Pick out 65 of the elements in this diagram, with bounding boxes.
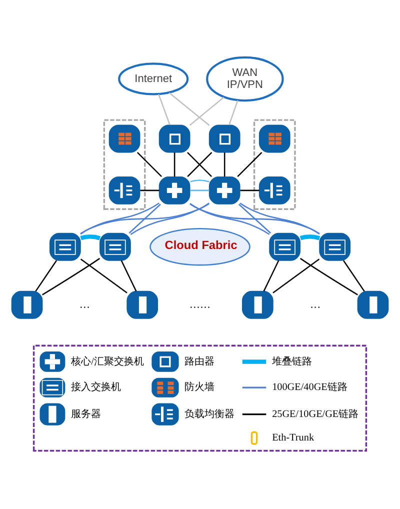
legend-label: Eth-Trunk [272, 432, 314, 444]
node-box [269, 232, 300, 261]
label: ... [310, 296, 321, 311]
legend-label: 堆叠链路 [272, 356, 312, 368]
connector [80, 203, 210, 234]
node-box [158, 124, 190, 153]
connector [237, 152, 262, 178]
node-box [108, 124, 140, 153]
node-box [126, 290, 158, 319]
legend-label: 服务器 [71, 408, 102, 420]
legend-label: 核心/汇聚交换机 [71, 356, 144, 368]
legend-label: 防火墙 [184, 382, 215, 394]
connector [120, 260, 137, 292]
connector [42, 258, 100, 296]
node-box [258, 176, 290, 204]
connector [300, 234, 320, 240]
connector [238, 204, 272, 234]
connector [190, 190, 210, 192]
label: ... [79, 296, 90, 311]
legend-label: 路由器 [184, 356, 215, 368]
connector [228, 100, 238, 126]
node-ellipse: WAN IP/VPN [206, 56, 284, 102]
legend-label: 负载均衡器 [184, 408, 235, 420]
node-box [11, 290, 43, 319]
connector [263, 260, 280, 292]
connector [189, 96, 224, 126]
connector [158, 94, 170, 126]
node-box [100, 232, 131, 261]
connector [240, 202, 320, 235]
node-ellipse: Cloud Fabric [150, 228, 250, 266]
connector [190, 203, 270, 235]
node-ellipse: Internet [118, 62, 189, 96]
connector [224, 152, 226, 177]
node-box [158, 176, 190, 204]
connector [168, 92, 210, 126]
legend-label: 接入交换机 [71, 382, 122, 394]
connector [80, 258, 128, 294]
node-box [319, 232, 350, 261]
connector [128, 204, 161, 234]
node-box [242, 290, 274, 319]
node-box [50, 232, 81, 261]
connector [272, 258, 320, 294]
node-box [258, 124, 290, 153]
node-box [208, 124, 240, 153]
connector [80, 234, 100, 240]
connector [240, 190, 260, 192]
cluster [253, 119, 296, 210]
node-box [357, 290, 389, 319]
connector [342, 260, 365, 292]
connector [190, 204, 320, 234]
connector [187, 152, 212, 178]
node-box [108, 176, 140, 204]
cluster [103, 119, 146, 210]
node-box [208, 176, 240, 204]
connector [174, 152, 176, 177]
legend-label: 25GE/10GE/GE链路 [272, 408, 359, 420]
connector [190, 180, 210, 182]
label: ...... [189, 296, 211, 311]
connector [136, 152, 162, 178]
connector [140, 190, 160, 192]
connector [300, 258, 358, 296]
connector [130, 202, 210, 235]
connector [80, 202, 160, 235]
legend-label: 100GE/40GE链路 [272, 382, 348, 394]
connector [35, 260, 58, 292]
